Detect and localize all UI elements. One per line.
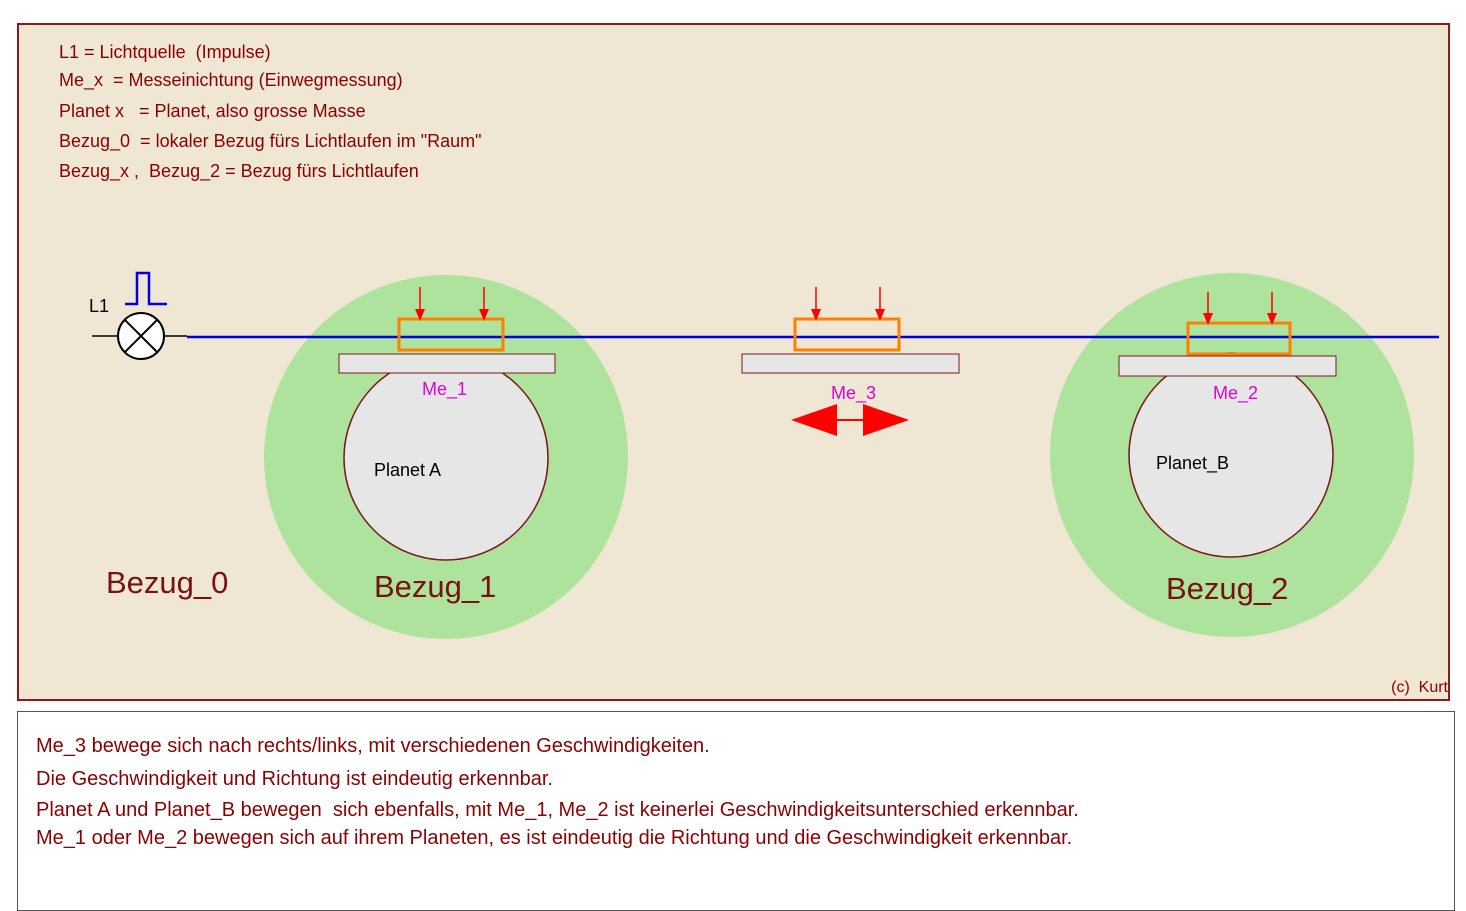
meter-label-me3: Me_3 [831, 383, 877, 403]
meter-label-me1: Me_1 [422, 379, 468, 399]
meter-label-me2: Me_2 [1213, 383, 1259, 403]
diagram-svg [92, 271, 1439, 639]
down-arrow-icon [875, 287, 885, 321]
legend-line: Bezug_x , Bezug_2 = Bezug fürs Lichtlauf… [59, 161, 419, 181]
copyright-label: (c) Kurt [1391, 679, 1448, 696]
light-source-l1 [92, 312, 187, 360]
bezug-2-label: Bezug_2 [1166, 571, 1289, 606]
platform-me2 [1118, 355, 1337, 377]
planet-a-label: Planet A [374, 460, 442, 480]
meter-box-me2 [1186, 321, 1292, 356]
description-line: Me_1 oder Me_2 bewegen sich auf ihrem Pl… [36, 827, 1073, 849]
down-arrow-icon [1267, 292, 1277, 325]
diagram-panel: L1 = Lichtquelle (Impulse) Me_x = Messei… [17, 23, 1450, 701]
platform-me3 [741, 353, 960, 374]
legend-line: L1 = Lichtquelle (Impulse) [59, 42, 271, 62]
double-arrow-icon [791, 404, 909, 436]
meter-box-me3 [793, 317, 901, 352]
legend-line: Bezug_0 = lokaler Bezug fürs Lichtlaufen… [59, 131, 482, 151]
planet-b-label: Planet_B [1156, 453, 1230, 473]
meter-box-me1 [397, 317, 505, 352]
down-arrow-icon [415, 287, 425, 321]
description-line: Me_3 bewege sich nach rechts/links, mit … [36, 735, 710, 757]
description-panel: Me_3 bewege sich nach rechts/links, mit … [17, 711, 1455, 911]
bezug-0-label: Bezug_0 [106, 565, 229, 600]
legend-line: Planet x = Planet, also grosse Masse [59, 101, 366, 121]
source-label: L1 [89, 296, 110, 316]
down-arrow-icon [811, 287, 821, 321]
down-arrow-icon [479, 287, 489, 321]
bezug-1-label: Bezug_1 [374, 569, 497, 604]
description-line: Planet A und Planet_B bewegen sich ebenf… [36, 799, 1079, 821]
pulse-icon [125, 271, 167, 306]
description-line: Die Geschwindigkeit und Richtung ist ein… [36, 768, 553, 790]
legend-line: Me_x = Messeinichtung (Einwegmessung) [59, 70, 403, 90]
platform-me1 [338, 353, 556, 374]
down-arrow-icon [1203, 292, 1213, 325]
